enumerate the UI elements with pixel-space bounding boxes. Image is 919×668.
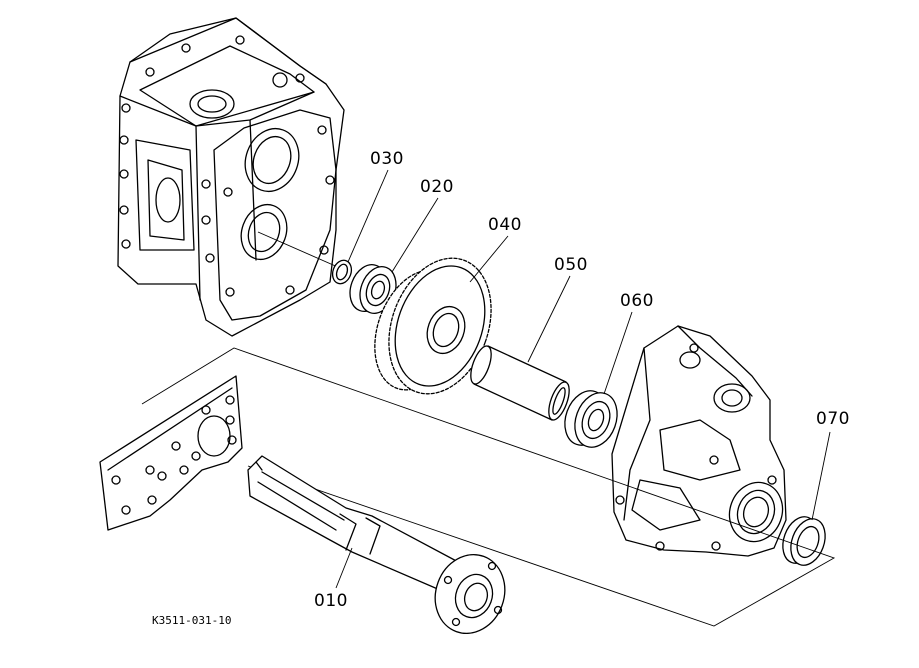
callout-040: 040 xyxy=(488,215,522,235)
collar-050 xyxy=(470,345,570,421)
callout-010: 010 xyxy=(314,591,348,611)
leader-050 xyxy=(527,275,571,363)
callout-070: 070 xyxy=(816,409,850,429)
callout-050: 050 xyxy=(554,255,588,275)
leader-040 xyxy=(469,235,509,283)
ball-bearing-060 xyxy=(564,390,618,448)
figure-code: K3511-031-10 xyxy=(152,614,231,627)
leader-010 xyxy=(335,547,353,589)
leader-lines xyxy=(335,169,831,589)
gear-040 xyxy=(374,257,492,395)
callout-030: 030 xyxy=(370,149,404,169)
oil-seal-070 xyxy=(782,516,826,566)
cover-housing xyxy=(611,325,787,557)
leader-070 xyxy=(811,431,831,521)
ball-bearing-020 xyxy=(349,264,397,314)
gear-case-housing xyxy=(117,17,345,337)
flange-shaft-010 xyxy=(247,455,506,634)
snap-ring-030 xyxy=(331,259,353,285)
callout-020: 020 xyxy=(420,177,454,197)
gasket-plate xyxy=(99,375,243,531)
callout-060: 060 xyxy=(620,291,654,311)
leader-060 xyxy=(603,311,633,395)
leader-030 xyxy=(347,169,389,263)
leader-020 xyxy=(391,197,439,273)
